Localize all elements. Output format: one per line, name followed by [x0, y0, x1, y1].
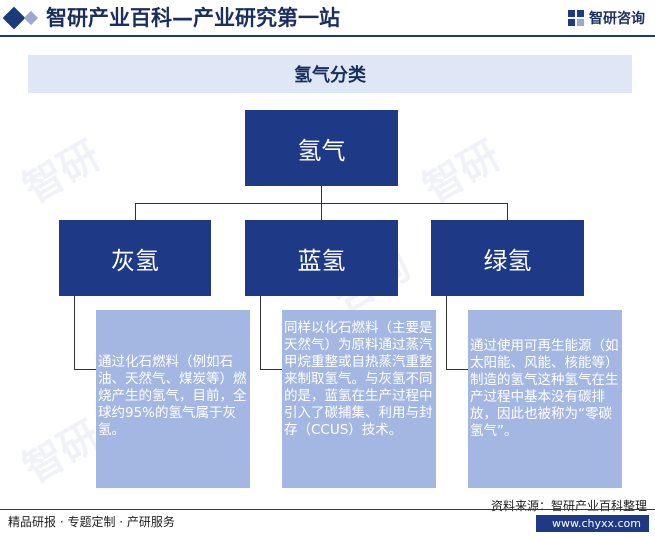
footer-url-link[interactable]: www.chyxx.com	[535, 515, 649, 532]
bracket-line	[446, 296, 447, 369]
header-diamond-icon	[2, 6, 26, 30]
bracket-line	[260, 369, 282, 370]
watermark: 智研	[15, 132, 109, 213]
page-title: 智研产业百科—产业研究第一站	[46, 6, 340, 30]
diagram-title: 氢气分类	[28, 55, 632, 93]
connector-line	[507, 203, 508, 220]
brand-logo-icon	[568, 10, 584, 26]
bracket-line	[74, 296, 75, 369]
source-note: 资料来源：智研产业百科整理	[490, 499, 647, 513]
footer-divider	[0, 509, 655, 510]
description-blue-hydrogen: 同样以化石燃料（主要是天然气）为原料通过蒸汽甲烷重整或自热蒸汽重整来制取氢气。与…	[282, 310, 436, 488]
watermark: 智研	[415, 132, 509, 213]
watermark: 智研	[15, 412, 109, 493]
bracket-line	[74, 369, 96, 370]
description-grey-hydrogen: 通过化石燃料（例如石油、天然气、煤炭等）燃烧产生的氢气，目前，全球约95%的氢气…	[96, 310, 250, 488]
connector-line	[321, 186, 322, 204]
child-node-grey-hydrogen: 灰氢	[59, 220, 211, 296]
root-node: 氢气	[245, 110, 398, 186]
bracket-line	[446, 369, 468, 370]
brand-logo[interactable]: 智研咨询	[567, 8, 645, 28]
connector-line	[321, 203, 322, 220]
header-divider	[0, 35, 655, 37]
connector-line	[135, 203, 136, 220]
child-node-green-hydrogen: 绿氢	[431, 220, 584, 296]
child-node-blue-hydrogen: 蓝氢	[245, 220, 398, 296]
bracket-line	[260, 296, 261, 369]
description-green-hydrogen: 通过使用可再生能源（如太阳能、风能、核能等）制造的氢气这种氢气在生产过程中基本没…	[468, 310, 622, 488]
header-diamond-icon	[23, 10, 39, 26]
brand-name: 智研咨询	[589, 11, 645, 27]
footer-services: 精品研报 · 专题定制 · 产研服务	[8, 515, 175, 529]
